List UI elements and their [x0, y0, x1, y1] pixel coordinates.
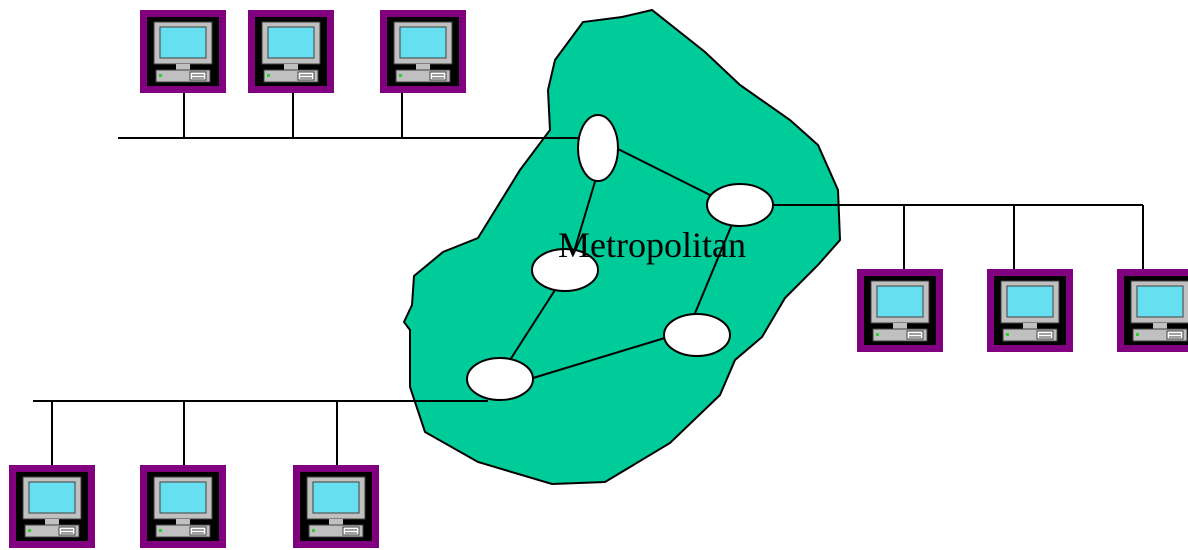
router-node	[577, 114, 619, 182]
router-link	[692, 221, 734, 319]
desktop-computer-icon	[1116, 268, 1188, 353]
router-link	[609, 144, 721, 201]
desktop-computer-icon	[139, 9, 227, 94]
router-link	[509, 289, 556, 361]
router-link	[532, 336, 669, 379]
desktop-computer-icon	[292, 464, 380, 549]
desktop-computer-icon	[986, 268, 1074, 353]
desktop-computer-icon	[379, 9, 467, 94]
router-node	[663, 313, 731, 357]
router-node	[466, 357, 534, 401]
router-node	[531, 248, 599, 292]
router-link	[572, 174, 598, 256]
desktop-computer-icon	[247, 9, 335, 94]
desktop-computer-icon	[139, 464, 227, 549]
metropolitan-label: Metropolitan	[558, 225, 746, 265]
desktop-computer-icon	[856, 268, 944, 353]
router-node	[706, 183, 774, 227]
desktop-computer-icon	[8, 464, 96, 549]
